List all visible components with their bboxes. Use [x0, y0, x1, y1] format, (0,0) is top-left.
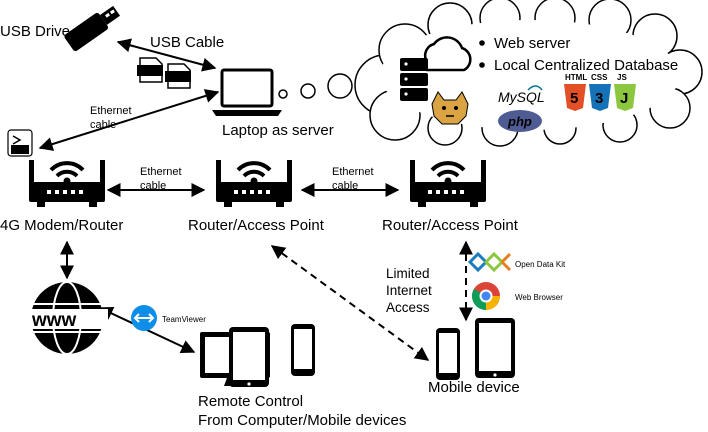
odk-label: Open Data Kit	[515, 260, 566, 269]
limited-access-label-3: Access	[386, 300, 430, 315]
svg-text:php: php	[507, 114, 532, 129]
usb-drive-label: USB Drive	[0, 23, 70, 40]
txt-file-icon: TXT	[137, 57, 163, 83]
css3-logo-icon: CSS 3	[589, 73, 611, 111]
usb-drive-icon	[64, 5, 121, 52]
svg-text:TXT: TXT	[140, 66, 158, 76]
php-logo-icon: php	[498, 110, 542, 132]
svg-text:JS: JS	[617, 73, 627, 82]
cloud-item-web-server: Web server	[494, 35, 570, 52]
teamviewer-logo-icon	[131, 305, 157, 331]
svg-text:CSS: CSS	[591, 73, 608, 82]
tomcat-logo-icon	[431, 91, 469, 125]
mobile-tablet-icon	[475, 318, 515, 378]
4g-badge-icon: 4G	[7, 129, 33, 157]
html5-logo-icon: HTML 5	[564, 73, 587, 111]
access-point-center-icon	[214, 158, 294, 209]
thought-bubble-medium	[300, 83, 316, 99]
cloud-shape	[354, 0, 703, 147]
usb-cable-link	[116, 38, 217, 72]
remote-control-label-2: From Computer/Mobile devices	[198, 412, 406, 429]
ethernet-label-right-2: cable	[332, 180, 358, 192]
svg-text:HTML: HTML	[565, 73, 587, 82]
access-point-right-label: Router/Access Point	[382, 217, 519, 234]
modem-router-icon	[27, 158, 107, 209]
js-logo-icon: JS J	[614, 73, 636, 111]
chrome-logo-icon	[472, 282, 500, 310]
remote-phone-icon	[291, 324, 315, 376]
ethernet-label-mid-1: Ethernet	[140, 166, 182, 178]
server-rack-icon	[400, 58, 428, 101]
laptop-modem-ethernet-link	[38, 89, 220, 151]
mysql-logo-icon: MySQL	[498, 85, 545, 105]
usb-cable-label: USB Cable	[150, 34, 224, 51]
teamviewer-label: TeamViewer	[162, 315, 206, 324]
ethernet-label-mid-2: cable	[140, 180, 166, 192]
svg-text:CSV: CSV	[168, 72, 187, 82]
ethernet-label-right-1: Ethernet	[332, 166, 374, 178]
svg-text:J: J	[620, 90, 628, 107]
ap-mobile-wireless-link	[270, 245, 430, 361]
cloud-outline-icon	[423, 36, 472, 72]
ethernet-label-laptop-1: Ethernet	[90, 105, 132, 117]
access-point-center-label: Router/Access Point	[188, 217, 325, 234]
cloud-item-database: Local Centralized Database	[494, 57, 678, 74]
ethernet-label-laptop-2: cable	[90, 119, 116, 131]
mobile-device-label: Mobile device	[428, 379, 520, 396]
thought-bubble-large	[327, 73, 353, 99]
remote-control-label-1: Remote Control	[198, 393, 303, 410]
web-browser-label: Web Browser	[515, 293, 563, 302]
thought-bubble-small	[278, 89, 288, 99]
modem-router-label: 4G Modem/Router	[0, 217, 123, 234]
svg-text:3: 3	[595, 90, 603, 107]
remote-tablet-icon	[229, 327, 269, 387]
limited-access-label-2: Internet	[386, 283, 432, 298]
mobile-phone-icon	[436, 328, 460, 380]
svg-text:5: 5	[570, 90, 578, 107]
laptop-icon	[212, 68, 282, 116]
svg-text:www: www	[31, 310, 77, 331]
svg-text:MySQL: MySQL	[498, 89, 545, 105]
odk-logo-icon	[467, 251, 512, 273]
laptop-label: Laptop as server	[222, 122, 334, 139]
server-cloud: Web server Local Centralized Database My…	[278, 0, 703, 147]
csv-file-icon: CSV	[165, 63, 191, 89]
limited-access-label-1: Limited	[386, 266, 430, 281]
internet-globe-icon: www	[26, 281, 108, 355]
access-point-right-icon	[408, 158, 488, 209]
svg-text:4G: 4G	[13, 146, 24, 155]
